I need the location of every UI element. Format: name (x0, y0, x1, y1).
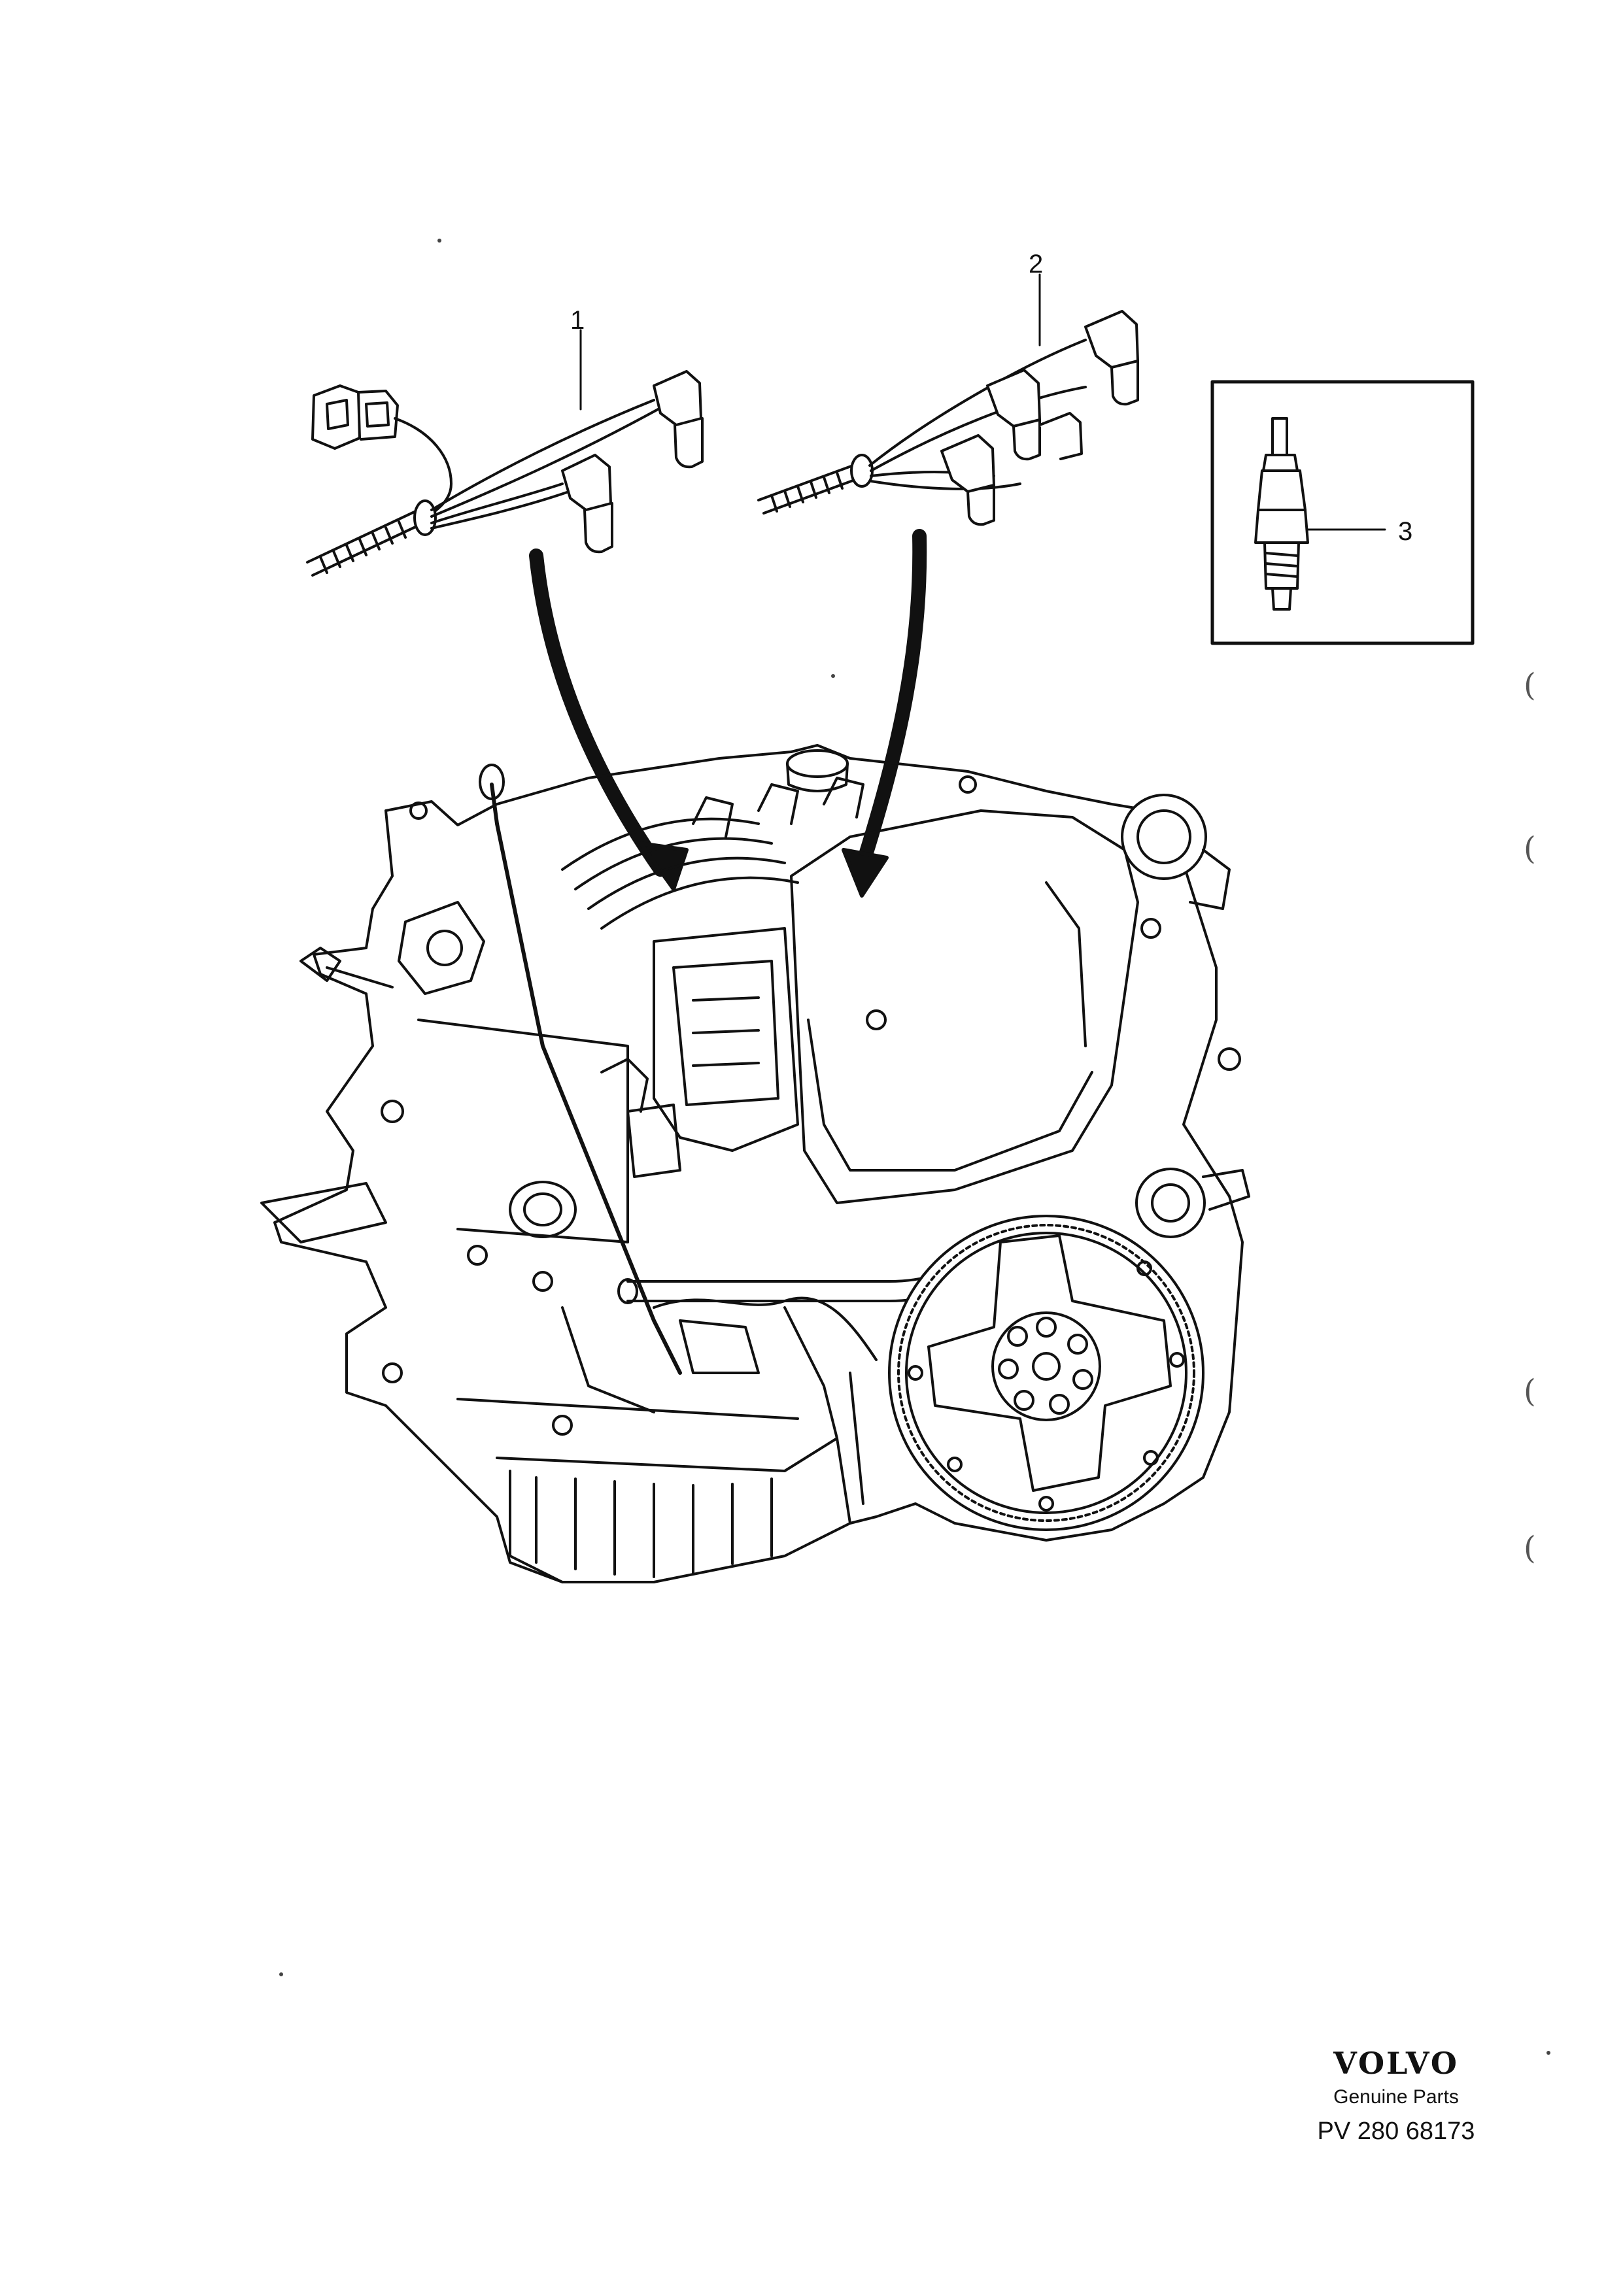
genuine-parts-label: Genuine Parts (1333, 2086, 1459, 2108)
scan-specks (279, 239, 1550, 2055)
margin-mark: ( (1524, 1530, 1536, 1566)
wiring-harness-part-1 (306, 329, 704, 577)
installation-arrows (529, 529, 927, 898)
margin-mark: ( (1524, 830, 1536, 867)
volvo-logo: VOLVO (1333, 2046, 1459, 2081)
ignition-leads-part-2 (757, 273, 1139, 526)
document-number: PV 280 68173 (1317, 2118, 1475, 2145)
margin-mark: ( (1524, 667, 1536, 703)
glow-plug-part-3 (1210, 380, 1475, 645)
brand-block: VOLVO Genuine Parts PV 280 68173 (1298, 2048, 1494, 2146)
callout-3: 3 (1398, 517, 1413, 546)
callout-2: 2 (1029, 250, 1044, 279)
engine-assembly-drawing (260, 744, 1250, 1583)
margin-mark: ( (1524, 1373, 1536, 1410)
callout-1: 1 (570, 306, 585, 335)
